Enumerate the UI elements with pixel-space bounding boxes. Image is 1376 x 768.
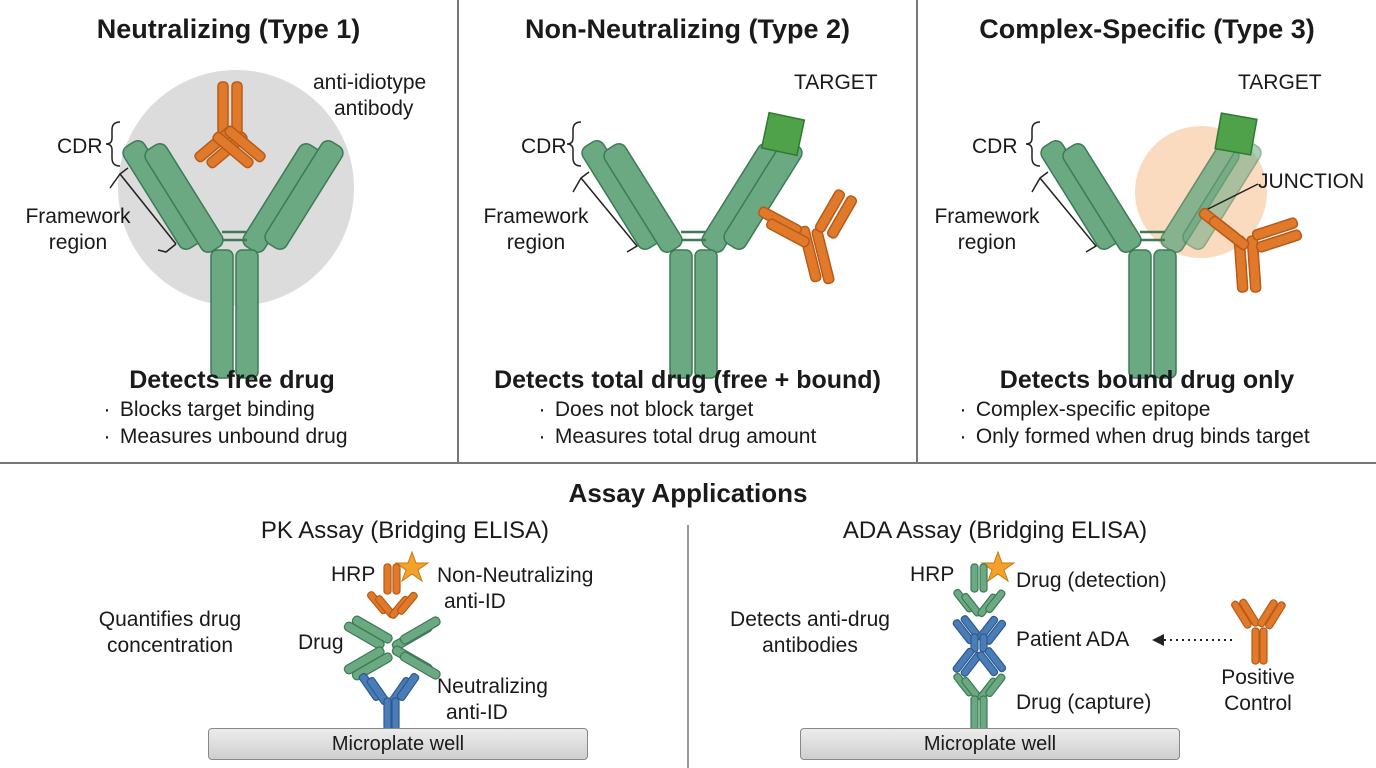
drug-antibody	[1040, 140, 1262, 379]
anti-idiotype-binding-zone	[118, 70, 354, 306]
pk-drug-label: Drug	[298, 631, 344, 654]
panel-2-bullet-1: · Does not block target	[535, 396, 754, 424]
hrp-star-icon	[394, 550, 430, 583]
framework-brace	[119, 173, 177, 245]
bullet-text: Only formed when drug binds target	[975, 425, 1310, 448]
bullet-dot: ·	[103, 398, 111, 421]
drug-antibody	[122, 140, 344, 379]
patient-ada	[952, 615, 1007, 677]
complex-specific-antibody	[1198, 207, 1303, 293]
neutralizing-anti-id	[358, 672, 420, 731]
positive-control-arrow	[1152, 634, 1234, 646]
cdr-brace	[1025, 121, 1041, 167]
ada-positive-control-line-2: Control	[1224, 692, 1292, 715]
pk-assay-stack	[343, 550, 441, 731]
panel-3-subtitle: Detects bound drug only	[999, 366, 1295, 394]
panel-3-diagram	[1025, 112, 1303, 379]
drug-detection	[953, 563, 1006, 618]
panel-3-target-label: TARGET	[1238, 71, 1322, 94]
panel-2-framework-line-2: region	[506, 231, 566, 254]
panel-1-framework-line-1: Framework	[25, 205, 131, 228]
drug-antibody	[581, 140, 803, 379]
applications-divider	[687, 525, 689, 768]
bullet-dot: ·	[959, 398, 967, 421]
panel-2-framework-line-1: Framework	[483, 205, 589, 228]
bullet-dot: ·	[103, 425, 111, 448]
ada-assay-stack	[952, 550, 1016, 731]
ada-desc-line-1: Detects anti-drug	[730, 608, 890, 631]
pk-microplate-well: Microplate well	[208, 728, 588, 760]
panel-1-subtitle: Detects free drug	[129, 366, 335, 394]
bullet-text: Does not block target	[554, 398, 754, 421]
panel-3-bullet-2: · Only formed when drug binds target	[956, 423, 1310, 451]
panel-2-title: Non-Neutralizing (Type 2)	[524, 14, 850, 44]
pk-bottom-label-line-2: anti-ID	[446, 701, 508, 724]
ada-capture-label: Drug (capture)	[1016, 691, 1152, 714]
panel-2-bullet-2: · Measures total drug amount	[535, 423, 817, 451]
cdr-brace	[105, 121, 121, 167]
panel-divider-2	[916, 0, 918, 462]
cdr-brace	[566, 121, 582, 167]
panel-1-bullet-1: · Blocks target binding	[100, 396, 315, 424]
target-square	[760, 111, 806, 157]
pk-hrp-label: HRP	[331, 563, 376, 586]
panel-3-junction-label: JUNCTION	[1258, 170, 1365, 193]
bullet-dot: ·	[538, 425, 546, 448]
pk-assay-title: PK Assay (Bridging ELISA)	[260, 517, 550, 544]
bullet-text: Measures unbound drug	[119, 425, 348, 448]
panel-3-framework-line-2: region	[957, 231, 1017, 254]
ada-patient-label: Patient ADA	[1016, 628, 1130, 651]
panel-3-bullet-1: · Complex-specific epitope	[956, 396, 1211, 424]
hinge	[1140, 230, 1165, 242]
ada-detection-label: Drug (detection)	[1016, 569, 1167, 592]
pk-top-label-line-1: Non-Neutralizing	[437, 564, 594, 587]
pk-top-label-line-2: anti-ID	[444, 590, 506, 613]
ada-assay-title: ADA Assay (Bridging ELISA)	[842, 517, 1148, 544]
panel-divider-1	[457, 0, 459, 462]
panel-1-diagram	[105, 70, 354, 379]
ada-positive-control-line-1: Positive	[1221, 666, 1295, 689]
junction-pointer	[1205, 183, 1259, 211]
hinge	[681, 230, 706, 242]
panel-1-tag-line-1: anti-idiotype	[313, 71, 427, 94]
panel-3-title: Complex-Specific (Type 3)	[979, 14, 1315, 44]
bullet-text: Measures total drug amount	[554, 425, 817, 448]
bullet-dot: ·	[538, 398, 546, 421]
panel-2-target-label: TARGET	[794, 71, 878, 94]
non-neutralizing-anti-id	[366, 563, 418, 619]
anti-idiotype-antibody	[194, 81, 266, 169]
target-square	[1214, 112, 1258, 156]
pk-desc-line-1: Quantifies drug	[98, 608, 242, 631]
hinge	[222, 230, 247, 242]
panel-1-cdr-label: CDR	[57, 135, 103, 158]
panel-3-framework-line-1: Framework	[934, 205, 1040, 228]
ada-hrp-label: HRP	[910, 563, 955, 586]
ada-desc-line-2: antibodies	[762, 634, 858, 657]
panel-2-subtitle: Detects total drug (free + bound)	[494, 366, 881, 394]
section-divider	[0, 462, 1376, 464]
ada-microplate-well: Microplate well	[800, 728, 1180, 760]
drug-capture	[953, 672, 1006, 731]
panel-3-cdr-label: CDR	[972, 135, 1018, 158]
positive-control-antibody	[1231, 598, 1286, 665]
framework-brace	[1031, 171, 1098, 253]
hrp-star-icon	[980, 550, 1016, 583]
panel-1-tag-line-2: antibody	[334, 97, 414, 120]
pk-bottom-label-line-1: Neutralizing	[437, 675, 548, 698]
bullet-text: Complex-specific epitope	[975, 398, 1211, 421]
drug	[343, 615, 441, 681]
panel-1-bullet-2: · Measures unbound drug	[100, 423, 348, 451]
panel-2-diagram	[566, 111, 858, 379]
pk-desc-line-2: concentration	[106, 634, 234, 657]
panel-2-cdr-label: CDR	[521, 135, 567, 158]
framework-brace	[572, 171, 639, 253]
bullet-text: Blocks target binding	[119, 398, 315, 421]
panel-1-framework-line-2: region	[48, 231, 108, 254]
non-neutralizing-antibody	[758, 189, 858, 285]
applications-heading: Assay Applications	[568, 478, 808, 508]
panel-1-title: Neutralizing (Type 1)	[96, 14, 361, 44]
bullet-dot: ·	[959, 425, 967, 448]
